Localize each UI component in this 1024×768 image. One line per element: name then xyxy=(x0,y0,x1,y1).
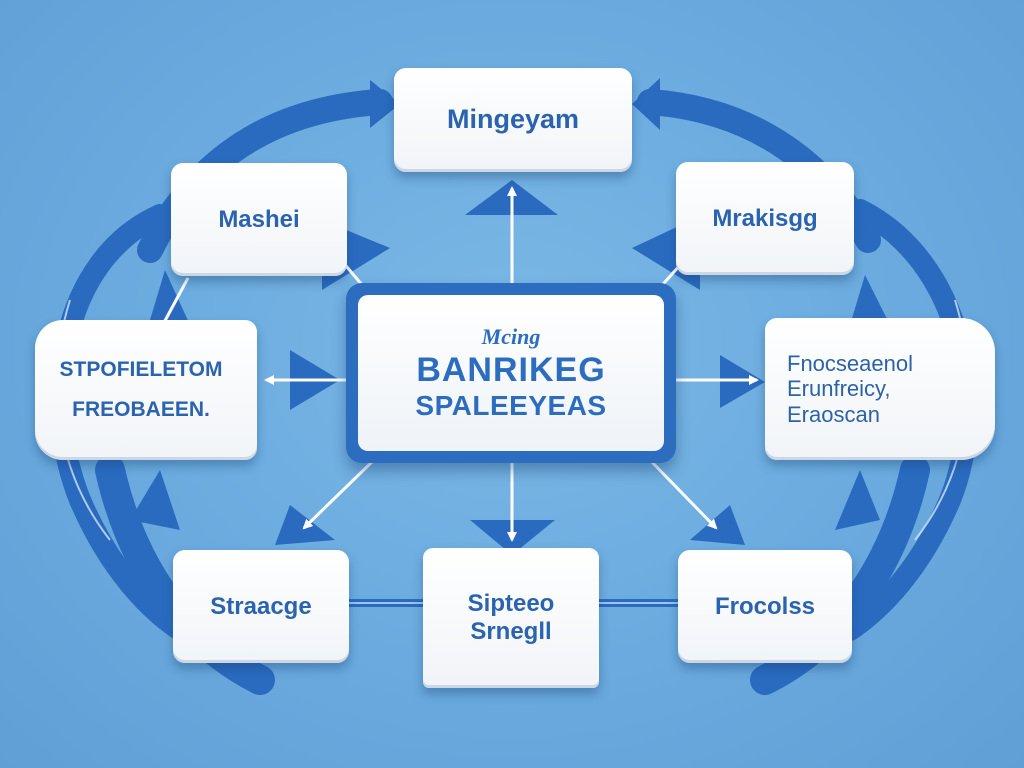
arrowhead-bottom-left xyxy=(130,470,180,530)
arrowhead-left-up xyxy=(150,270,190,325)
node-top-label: Mingeyam xyxy=(446,104,580,135)
center-title-line2: SPALEEYEAS xyxy=(415,390,607,422)
center-title-line1: BANRIKEG xyxy=(416,351,606,389)
spoke-lower-right xyxy=(646,456,718,530)
node-upper-right[interactable]: Mrakisgg xyxy=(676,162,854,275)
node-upper-left-label: Mashei xyxy=(218,205,300,233)
spoke-lower-left xyxy=(302,456,378,530)
node-top[interactable]: Mingeyam xyxy=(394,68,632,172)
node-left[interactable]: STPOFIELETOM FREOBAEEN. xyxy=(35,320,257,460)
center-subtitle: Mcing xyxy=(481,323,541,349)
node-bottom-left-label: Straacge xyxy=(210,592,312,620)
arrowhead-low-right xyxy=(690,505,745,545)
center-node[interactable]: Mcing BANRIKEG SPALEEYEAS xyxy=(346,283,676,463)
loop-arrow-right xyxy=(839,199,979,641)
node-right-line3: Eraoscan xyxy=(787,401,880,427)
node-bottom-center[interactable]: Sipteeo Srnegll xyxy=(423,548,599,688)
arrowhead-top-right xyxy=(632,78,660,130)
node-bottom-right[interactable]: Frocolss xyxy=(678,550,852,663)
node-right-line1: Fnocseaenol xyxy=(787,351,913,377)
node-right-line2: Erunfreicy, xyxy=(787,376,891,402)
arrowhead-bottom-right xyxy=(835,470,880,530)
arrowhead-right-up xyxy=(850,275,890,325)
node-left-line2: FREOBAEEN. xyxy=(72,398,210,421)
arrowhead-top-left xyxy=(370,80,400,128)
node-upper-left[interactable]: Mashei xyxy=(171,163,347,276)
node-bottom-left[interactable]: Straacge xyxy=(173,550,349,663)
loop-arrow-left xyxy=(49,204,191,641)
node-upper-right-label: Mrakisgg xyxy=(712,204,818,232)
outer-loop-arrows xyxy=(49,89,979,695)
center-node-body: Mcing BANRIKEG SPALEEYEAS xyxy=(358,295,664,451)
node-right[interactable]: Fnocseaenol Erunfreicy, Eraoscan xyxy=(765,318,995,460)
node-bottom-center-line1: Sipteeo xyxy=(467,590,555,618)
node-left-line1: STPOFIELETOM xyxy=(59,357,223,381)
node-bottom-center-line2: Srnegll xyxy=(470,618,552,645)
node-bottom-right-label: Frocolss xyxy=(714,592,816,620)
